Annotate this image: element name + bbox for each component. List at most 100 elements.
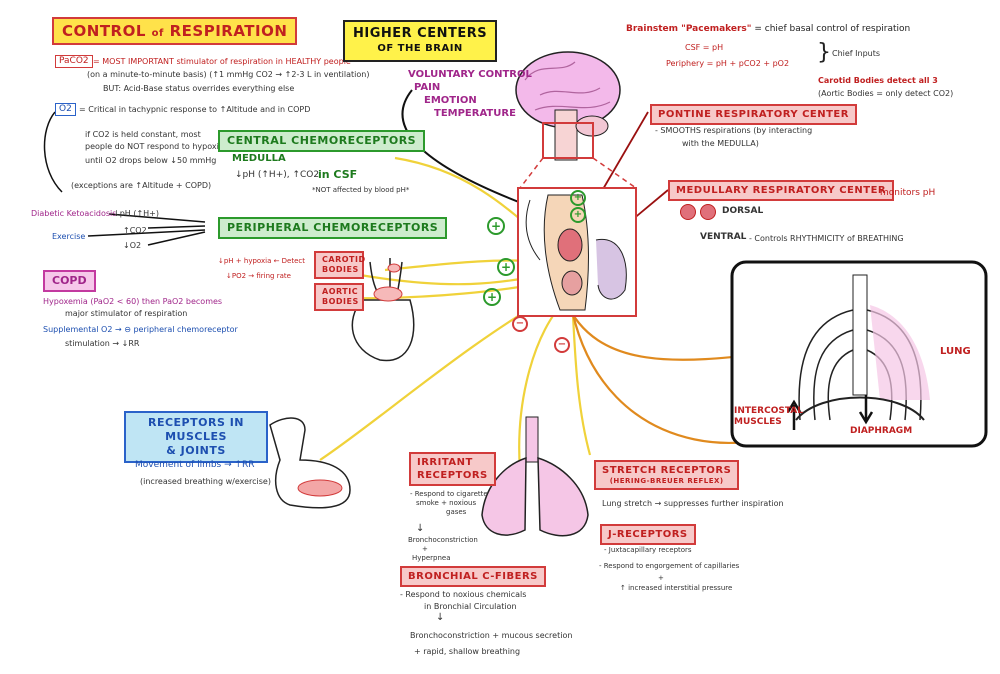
o2-line2: if CO2 is held constant, most xyxy=(85,130,201,139)
peripheral-chemoreceptors-label: PERIPHERAL CHEMORECEPTORS xyxy=(218,217,448,239)
higher-centers-list: VOLUNTARY CONTROL PAIN EMOTION TEMPERATU… xyxy=(408,68,532,120)
plus-sign: + xyxy=(483,288,501,306)
plus-sign: + xyxy=(570,190,586,206)
muscles-label-line2: & JOINTS xyxy=(166,444,226,457)
irritant-line2: smoke + noxious xyxy=(416,499,477,507)
detect-line2: ↓PO2 → firing rate xyxy=(226,272,291,280)
stretch-line1: Lung stretch → suppresses further inspir… xyxy=(602,499,784,508)
muscles-label-line1: RECEPTORS IN MUSCLES xyxy=(147,416,244,443)
copd-line1: Hypoxemia (PaO2 < 60) then PaO2 becomes xyxy=(43,297,223,306)
higher-center-item: TEMPERATURE xyxy=(434,108,516,119)
down-arrow-icon: ↓ xyxy=(416,523,425,534)
irritant-label-line1: IRRITANT xyxy=(417,457,473,468)
title-main: CONTROL xyxy=(62,22,146,40)
higher-centers-label: HIGHER CENTERS OF THE BRAIN xyxy=(343,20,498,62)
higher-center-item: EMOTION xyxy=(424,95,477,106)
pontine-center-label: PONTINE RESPIRATORY CENTER xyxy=(650,104,857,125)
pontine-line2: with the MEDULLA) xyxy=(682,139,759,148)
jrec-line2: - Respond to engorgement of capillaries xyxy=(599,562,740,570)
brainstem-zoom xyxy=(517,187,637,317)
in-csf: in CSF xyxy=(318,168,358,181)
medulla-label: MEDULLA xyxy=(232,153,286,164)
heart-drawing xyxy=(351,258,415,362)
jrec-line1: - Juxtacapillary receptors xyxy=(604,546,692,554)
bronchial-line1: - Respond to noxious chemicals xyxy=(400,590,527,599)
aortic-bodies-label: AORTIC BODIES xyxy=(314,283,364,311)
muscles-line1: Movement of limbs → ↑RR xyxy=(135,460,255,470)
plus-sign: + xyxy=(487,217,505,235)
brain-drawing xyxy=(515,51,621,161)
pontine-line1: - SMOOTHS respirations (by interacting xyxy=(655,126,813,135)
bronchial-line3: Bronchoconstriction + mucous secretion xyxy=(410,631,573,640)
irritant-line6: Hyperpnea xyxy=(412,554,451,562)
black-arrows xyxy=(43,111,206,246)
irritant-line5: + xyxy=(422,545,428,553)
paco2-line1: = MOST IMPORTANT stimulator of respirati… xyxy=(93,57,351,66)
brace-icon: } xyxy=(817,40,831,65)
central-note: *NOT affected by blood pH* xyxy=(312,186,410,194)
jrec-line3: + xyxy=(658,574,664,582)
plus-sign: + xyxy=(570,207,586,223)
ventral-group-icon xyxy=(700,204,716,220)
brainstem-heading-title: Brainstem "Pacemakers" xyxy=(626,24,752,34)
minus-sign: − xyxy=(554,337,570,353)
bronchial-line4: + rapid, shallow breathing xyxy=(414,647,521,656)
intercostal-line2: MUSCLES xyxy=(734,417,782,427)
o2-line3: people do NOT respond to hypoxia xyxy=(85,142,224,151)
medullary-center-label: MEDULLARY RESPIRATORY CENTER xyxy=(668,180,895,201)
o2-line4: until O2 drops below ↓50 mmHg xyxy=(85,156,217,165)
detect-line1: ↓pH + hypoxia ← Detect xyxy=(218,257,306,265)
stretch-receptors-label: STRETCH RECEPTORS (HERING-BREUER REFLEX) xyxy=(594,460,740,490)
o2-line5: (exceptions are ↑Altitude + COPD) xyxy=(71,181,212,190)
plus-sign: + xyxy=(497,258,515,276)
paco2-line2: (on a minute-to-minute basis) (↑1 mmHg C… xyxy=(87,70,370,79)
irritant-effects: Bronchoconstriction + Hyperpnea xyxy=(408,536,478,563)
bronchial-line2: in Bronchial Circulation xyxy=(424,602,517,611)
aortic-note: (Aortic Bodies = only detect CO2) xyxy=(818,89,954,98)
jrec-line4: ↑ increased interstitial pressure xyxy=(620,584,733,592)
brainstem-heading: Brainstem "Pacemakers" = chief basal con… xyxy=(626,24,910,35)
carotid-bodies-label: CAROTID BODIES xyxy=(314,251,365,279)
ventral-label: VENTRAL xyxy=(700,232,747,242)
copd-label: COPD xyxy=(43,270,96,292)
brainstem-chief: Chief Inputs xyxy=(832,49,881,58)
title-of: of xyxy=(151,28,164,39)
carotid-note: Carotid Bodies detect all 3 xyxy=(818,76,938,85)
o2-line1: = Critical in tachypnic response to ↑Alt… xyxy=(79,105,311,114)
copd-line3: Supplemental O2 → ⊖ peripheral chemorece… xyxy=(43,325,238,334)
o2-label: O2 xyxy=(55,103,76,116)
lung-label: LUNG xyxy=(940,346,971,357)
chest-drawing xyxy=(730,260,988,448)
higher-centers-line2: OF THE BRAIN xyxy=(377,43,463,54)
higher-centers-line1: HIGHER CENTERS xyxy=(353,26,488,41)
central-chemoreceptors-label: CENTRAL CHEMORECEPTORS xyxy=(218,130,426,152)
page-title: CONTROL of RESPIRATION xyxy=(52,17,298,45)
bronchial-cfibers-label: BRONCHIAL C-FIBERS xyxy=(400,566,546,587)
minus-sign: − xyxy=(512,316,528,332)
peripheral-co2: ↑CO2 xyxy=(123,226,147,235)
irritant-line4: Bronchoconstriction xyxy=(408,536,478,544)
intercostal-muscles-label: INTERCOSTAL MUSCLES xyxy=(734,406,803,428)
peripheral-o2: ↓O2 xyxy=(123,241,142,250)
irritant-receptors-label: IRRITANT RECEPTORS xyxy=(409,452,496,486)
copd-line2: major stimulator of respiration xyxy=(65,309,188,318)
ventral-desc: - Controls RHYTHMICITY of BREATHING xyxy=(749,234,904,243)
lungs-drawing xyxy=(481,416,589,537)
j-receptors-label: J-RECEPTORS xyxy=(600,524,696,545)
muscles-joints-label: RECEPTORS IN MUSCLES & JOINTS xyxy=(124,411,268,463)
higher-center-item: VOLUNTARY CONTROL xyxy=(408,69,532,80)
irritant-text: - Respond to cigarette smoke + noxious g… xyxy=(410,490,488,517)
dorsal-label: DORSAL xyxy=(722,206,764,216)
intercostal-line1: INTERCOSTAL xyxy=(734,406,803,416)
zoom-dashes xyxy=(519,157,637,189)
irritant-line1: - Respond to cigarette xyxy=(410,490,488,498)
paco2-line3: BUT: Acid-Base status overrides everythi… xyxy=(103,84,295,93)
exercise-label: Exercise xyxy=(52,232,86,241)
title-sub: RESPIRATION xyxy=(169,22,288,40)
irritant-label-line2: RECEPTORS xyxy=(417,470,488,481)
muscles-line2: (increased breathing w/exercise) xyxy=(140,477,271,486)
dka-label: Diabetic Ketoacidosis xyxy=(31,209,117,218)
copd-line4: stimulation → ↓RR xyxy=(65,339,140,348)
down-arrow-icon: ↓ xyxy=(436,612,445,623)
